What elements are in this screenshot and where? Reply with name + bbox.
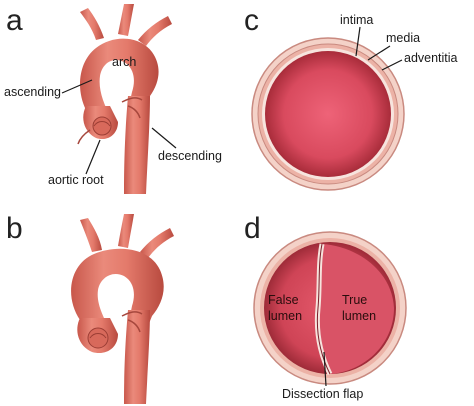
label-media: media — [386, 31, 420, 45]
leader-adventitia — [381, 59, 403, 71]
panel-letter-d: d — [244, 212, 261, 245]
panel-letter-c: c — [244, 4, 259, 37]
label-dissection-flap: Dissection flap — [282, 387, 363, 401]
label-true-lumen-1: True — [342, 293, 367, 307]
dissected-vessel-cross-section-icon — [253, 231, 407, 385]
panel-a: a arch ascending descending aortic root — [4, 4, 222, 194]
label-false-lumen-1: False — [268, 293, 299, 307]
panel-d: d False lumen True lumen Dissection flap — [244, 212, 407, 401]
vessel-cross-section-icon — [251, 37, 405, 191]
true-lumen-region — [317, 244, 394, 374]
label-false-lumen-2: lumen — [268, 309, 302, 323]
label-ascending: ascending — [4, 85, 61, 99]
leader-ascending — [61, 79, 93, 94]
label-true-lumen-2: lumen — [342, 309, 376, 323]
label-aortic-root: aortic root — [48, 173, 104, 187]
label-arch: arch — [112, 55, 136, 69]
panel-c: c intima media adventitia — [244, 4, 458, 191]
panel-letter-a: a — [6, 4, 23, 37]
leader-descending — [151, 127, 177, 149]
lumen — [265, 51, 391, 177]
label-intima: intima — [340, 13, 373, 27]
leader-media — [367, 45, 391, 61]
aneurysm-aorta-illustration-icon — [71, 214, 174, 404]
panel-letter-b: b — [6, 212, 23, 245]
panel-b: b — [6, 212, 174, 404]
label-descending: descending — [158, 149, 222, 163]
leader-intima — [355, 26, 361, 57]
leader-dissection-flap — [323, 351, 327, 387]
aorta-illustration-icon — [77, 4, 172, 194]
leader-aortic-root — [85, 139, 101, 175]
label-adventitia: adventitia — [404, 51, 458, 65]
